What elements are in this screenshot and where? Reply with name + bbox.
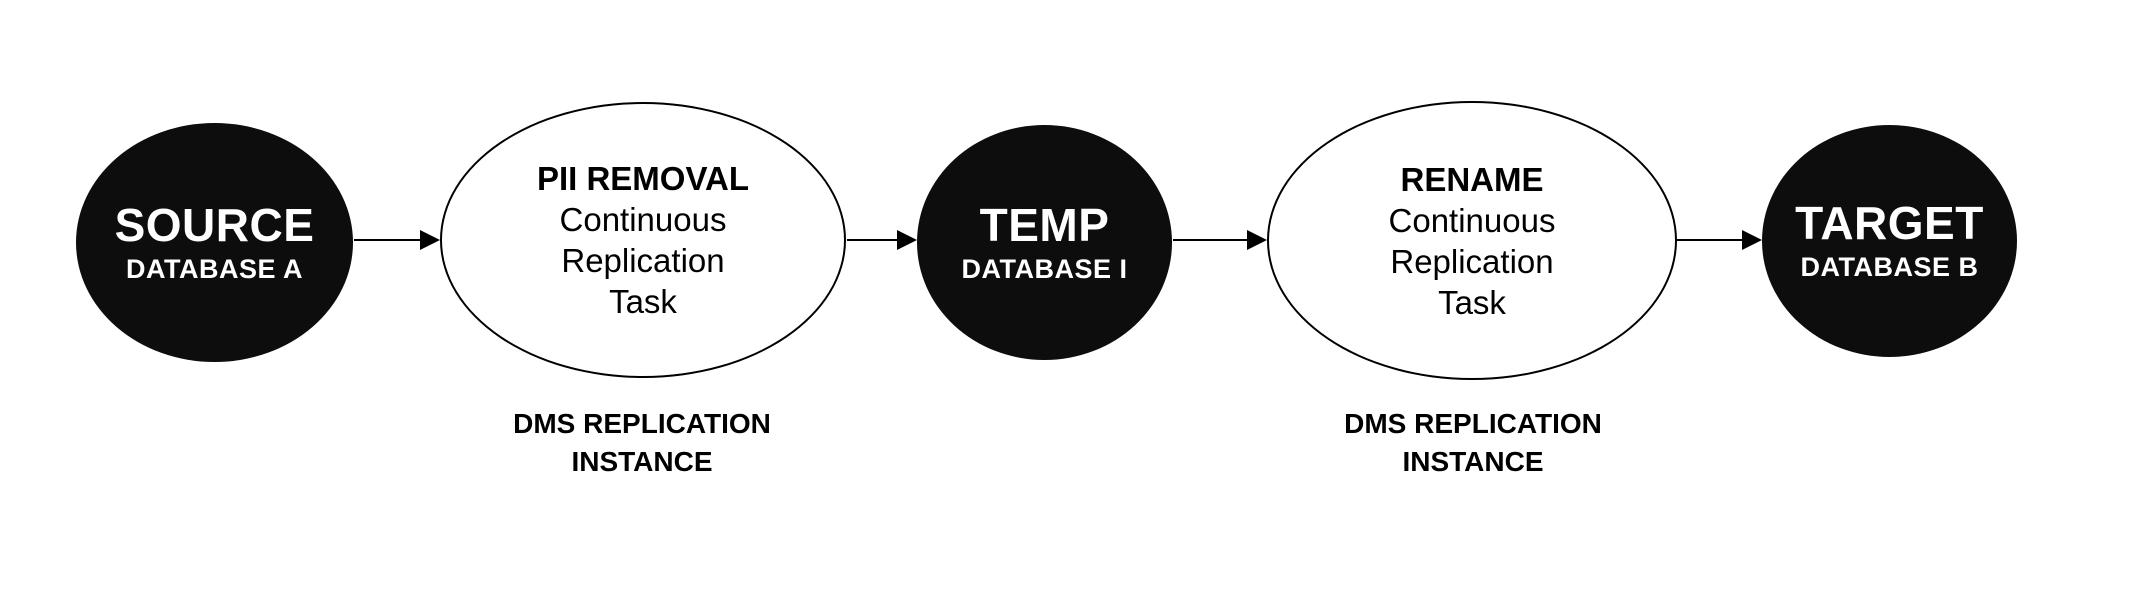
node-target-database: TARGET DATABASE B [1762, 125, 2017, 357]
node-pii-removal-task: PII REMOVAL Continuous Replication Task [440, 102, 846, 378]
caption-line: DMS REPLICATION [1344, 408, 1602, 439]
caption-line: INSTANCE [571, 446, 713, 477]
caption-dms-replication-instance-left: DMS REPLICATION INSTANCE [392, 405, 892, 481]
task-title: RENAME [1400, 160, 1544, 198]
task-line: Continuous [559, 201, 727, 238]
node-title: SOURCE [114, 198, 315, 251]
node-title: TARGET [1795, 197, 1984, 249]
arrow-temp-to-rename-task [1173, 230, 1267, 250]
node-subtitle: DATABASE A [126, 253, 303, 284]
task-title: PII REMOVAL [536, 160, 750, 197]
arrow-rename-task-to-target [1676, 230, 1762, 250]
node-rename-task: RENAME Continuous Replication Task [1267, 101, 1677, 380]
node-temp-database: TEMP DATABASE I [917, 125, 1172, 360]
task-line: Continuous [1388, 201, 1556, 239]
node-title: TEMP [979, 198, 1110, 251]
task-line: Replication [1390, 242, 1554, 280]
caption-dms-replication-instance-right: DMS REPLICATION INSTANCE [1223, 405, 1723, 481]
task-line: Task [609, 283, 677, 320]
task-line: Task [1438, 283, 1506, 321]
arrow-pii-task-to-temp [847, 230, 917, 250]
caption-line: DMS REPLICATION [513, 408, 771, 439]
node-subtitle: DATABASE I [961, 253, 1128, 284]
node-subtitle: DATABASE B [1800, 252, 1979, 282]
node-source-database: SOURCE DATABASE A [76, 123, 353, 362]
task-line: Replication [561, 242, 725, 279]
arrow-source-to-pii-task [354, 230, 440, 250]
caption-line: INSTANCE [1402, 446, 1544, 477]
